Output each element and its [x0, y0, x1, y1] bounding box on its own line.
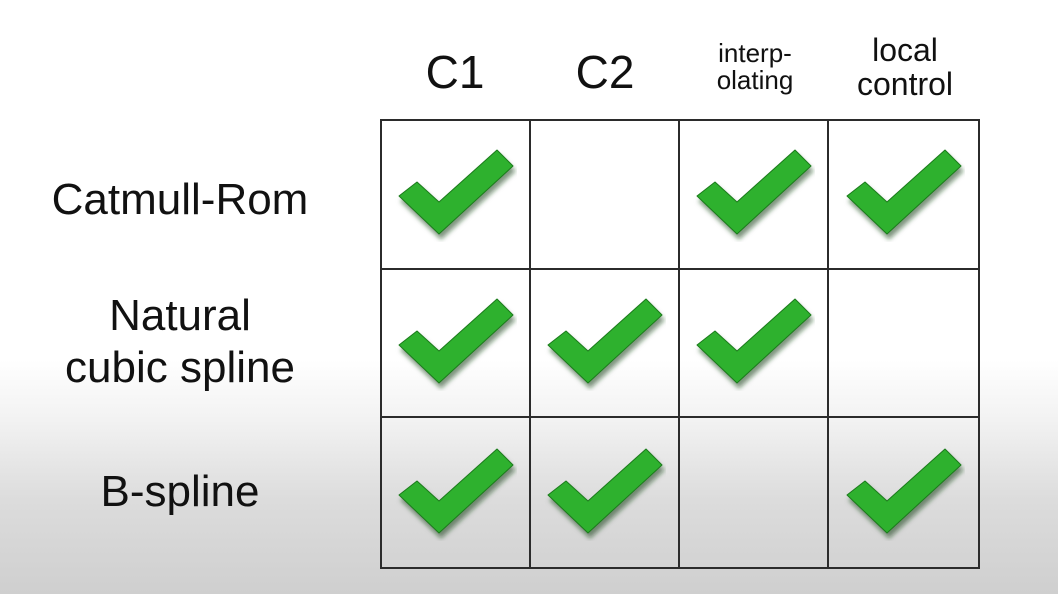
- check-mark-icon: [398, 149, 513, 235]
- check-mark-icon: [547, 298, 662, 384]
- row-label-line: B-spline: [100, 467, 260, 516]
- column-header-line: C2: [575, 46, 635, 98]
- check-mark-icon: [547, 448, 662, 534]
- check-mark-icon: [398, 298, 513, 384]
- table-cell: [829, 270, 978, 419]
- row-label-line: Catmull-Rom: [51, 175, 309, 224]
- check-mark-icon: [696, 149, 811, 235]
- column-header-interpolating: interp- olating: [680, 38, 830, 96]
- row-label-line: cubic spline: [65, 342, 295, 392]
- check-mark-icon: [846, 448, 961, 534]
- table-cell: [382, 121, 531, 270]
- table-cell: [829, 121, 978, 270]
- column-header-line: control: [856, 65, 954, 102]
- table-cell: [680, 269, 829, 419]
- table-cell: [829, 418, 978, 567]
- comparison-table: [380, 119, 980, 569]
- row-label-b-spline: B-spline: [0, 466, 360, 518]
- table-cell: [680, 121, 829, 270]
- table-cell: [680, 418, 829, 567]
- row-label-natural-cubic-spline: Natural cubic spline: [0, 290, 360, 394]
- table-cell: [531, 121, 680, 270]
- check-mark-icon: [696, 298, 811, 384]
- column-header-c2: C2: [530, 46, 680, 98]
- check-mark-icon: [846, 149, 961, 235]
- column-header-line: local: [872, 32, 938, 68]
- column-header-c1: C1: [380, 46, 530, 98]
- column-header-line: C1: [425, 46, 485, 98]
- table-cell: [531, 418, 680, 567]
- column-header-local-control: local control: [830, 32, 980, 102]
- check-mark-icon: [398, 448, 513, 534]
- table-cell: [531, 269, 680, 419]
- table-cell: [382, 269, 531, 419]
- table-cell: [382, 418, 531, 567]
- row-label-line: Natural: [109, 291, 251, 340]
- column-header-line: interp-: [718, 38, 792, 68]
- row-label-catmull-rom: Catmull-Rom: [0, 174, 360, 226]
- column-header-line: olating: [716, 65, 794, 96]
